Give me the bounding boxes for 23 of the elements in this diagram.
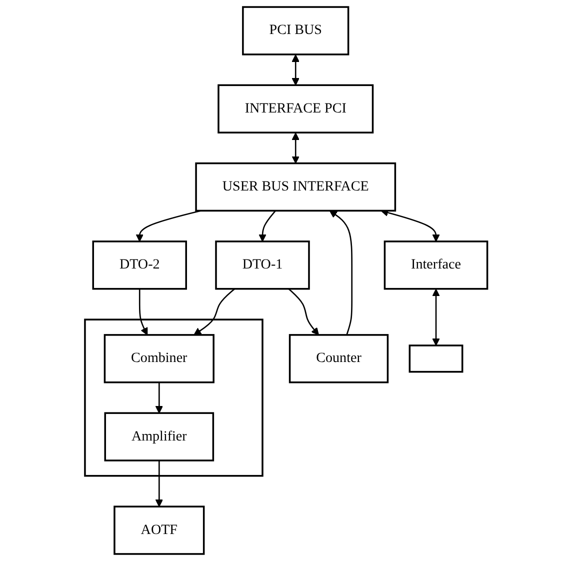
- arrow: [292, 132, 300, 164]
- node-box: PCI BUS: [242, 6, 350, 56]
- arrow: [136, 210, 201, 242]
- arrow: [155, 460, 163, 507]
- node-box: DTO-2: [92, 240, 187, 290]
- node-box: Interface: [384, 240, 488, 290]
- node-box: USER BUS INTERFACE: [195, 162, 396, 212]
- node-box: DTO-1: [214, 240, 310, 290]
- node-box: Counter: [288, 334, 388, 384]
- node-box: AOTF: [113, 506, 205, 555]
- arrow: [155, 382, 163, 414]
- arrow: [138, 288, 148, 336]
- arrow: [432, 288, 440, 346]
- arrow: [329, 210, 352, 336]
- arrow: [258, 210, 276, 242]
- node-box: INTERFACE PCI: [217, 84, 374, 134]
- arrow: [288, 288, 319, 336]
- arrow: [292, 54, 300, 86]
- cluster: [84, 318, 264, 477]
- node-box: Combiner: [104, 334, 214, 384]
- node-box: Amplifier: [104, 412, 214, 462]
- arrow: [194, 288, 235, 336]
- node-box: [408, 344, 464, 373]
